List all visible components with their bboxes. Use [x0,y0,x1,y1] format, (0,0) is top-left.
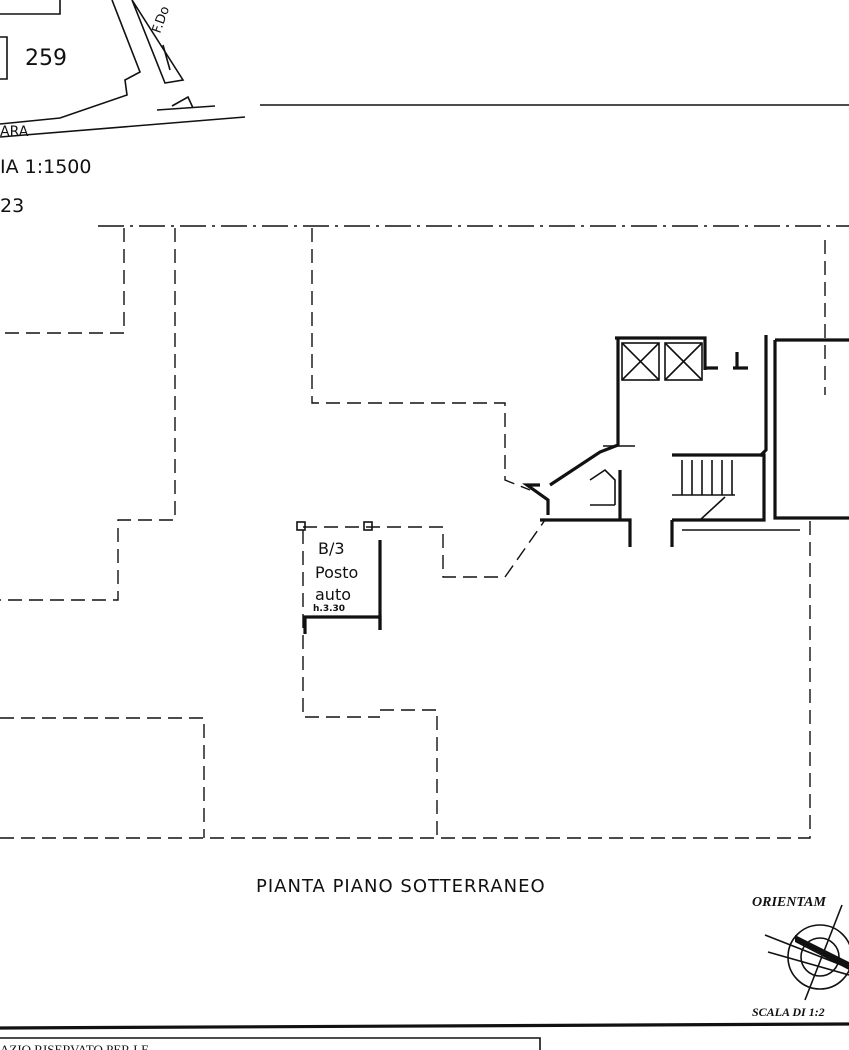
footer-box [0,1037,541,1050]
north-arrow-icon [764,904,849,1001]
unit-id: B/3 [318,539,345,558]
road-label: F.Do [150,4,174,35]
orientation-scale: SCALA DI 1:2 [752,1005,825,1019]
orientation-label: ORIENTAM [752,895,826,910]
sheet-fragment: 23 [0,195,24,217]
scale-label: IA 1:1500 [0,156,91,178]
floor-outline [0,228,826,839]
unit-type-line1: Posto [315,563,358,582]
street-fragment: ARA [0,124,29,140]
parcel-number: 259 [25,46,67,71]
unit-type-line2: auto [315,585,351,604]
footer-box-text: AZIO RISERVATO PER LE [0,1042,149,1050]
parking-space-b3 [296,521,382,634]
site-plan-fragment [0,0,246,138]
unit-height: h.3.30 [313,604,345,614]
stair-elevator-core [522,335,849,547]
plan-title: PIANTA PIANO SOTTERRANEO [256,876,546,897]
sheet-divider [0,1022,849,1030]
